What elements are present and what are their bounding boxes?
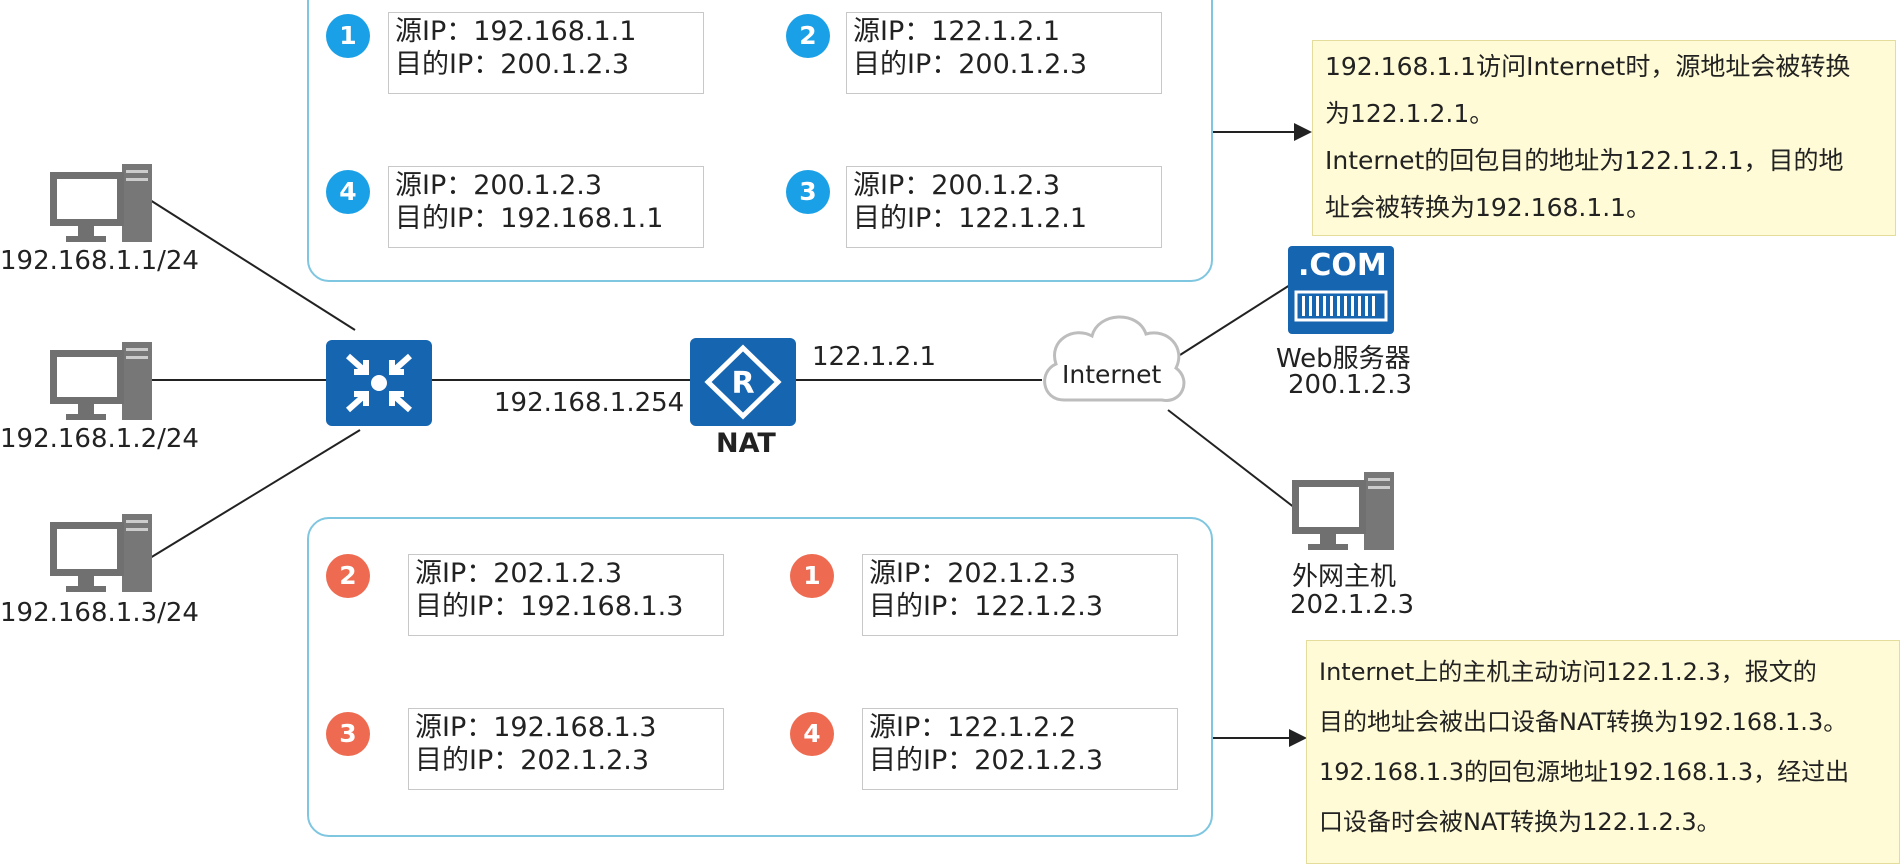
note-line: 目的地址会被出口设备NAT转换为192.168.1.3。 [1319,708,1848,736]
source-ip: 源IP：200.1.2.3 [853,170,1061,201]
note-line: 192.168.1.1访问Internet时，源地址会被转换 [1325,52,1851,81]
source-ip: 源IP：122.1.2.2 [869,712,1077,743]
computer-icon [50,342,152,420]
internet-label: Internet [1062,360,1162,389]
note-line: 为122.1.2.1。 [1325,99,1495,128]
computer-icon [50,164,152,242]
source-ip: 源IP：202.1.2.3 [869,558,1077,589]
step-badge: 4 [790,712,834,756]
packet-header-box: 源IP：202.1.2.3 目的IP：192.168.1.3 [408,554,724,636]
destination-ip: 目的IP：122.1.2.1 [853,203,1088,234]
link-cloud-web [1179,284,1291,356]
host-ip-label: 192.168.1.2/24 [0,424,199,454]
link-host3-switch [149,429,361,559]
router-inside-ip: 192.168.1.254 [494,388,685,418]
destination-ip: 目的IP：200.1.2.3 [853,49,1088,80]
router-outside-ip: 122.1.2.1 [812,342,937,372]
packet-header-box: 源IP：202.1.2.3 目的IP：122.1.2.3 [862,554,1178,636]
web-server-icon [1288,246,1394,334]
destination-ip: 目的IP：192.168.1.1 [395,203,664,234]
host-ip-label: 192.168.1.1/24 [0,246,199,276]
web-server-badge-text: .COM [1298,248,1387,283]
packet-header-box: 源IP：200.1.2.3 目的IP：122.1.2.1 [846,166,1162,248]
source-ip: 源IP：192.168.1.3 [415,712,657,743]
step-badge: 3 [786,170,830,214]
destination-ip: 目的IP：192.168.1.3 [415,591,684,622]
link-host1-switch [149,199,356,331]
link-cloud-external [1167,409,1296,509]
inbound-explanation-note: Internet上的主机主动访问122.1.2.3，报文的 目的地址会被出口设备… [1306,640,1900,864]
note-line: 192.168.1.3的回包源地址192.168.1.3，经过出 [1319,758,1850,786]
host-ip-label: 192.168.1.3/24 [0,598,199,628]
step-badge: 1 [790,554,834,598]
step-badge: 1 [326,14,370,58]
destination-ip: 目的IP：202.1.2.3 [415,745,650,776]
note-line: Internet上的主机主动访问122.1.2.3，报文的 [1319,658,1817,686]
external-host-ip: 202.1.2.3 [1290,590,1415,620]
step-badge: 3 [326,712,370,756]
web-server-ip: 200.1.2.3 [1288,370,1413,400]
source-ip: 源IP：192.168.1.1 [395,16,637,47]
packet-header-box: 源IP：192.168.1.1 目的IP：200.1.2.3 [388,12,704,94]
router-label: NAT [716,428,776,459]
destination-ip: 目的IP：200.1.2.3 [395,49,630,80]
step-badge: 2 [786,14,830,58]
step-badge: 2 [326,554,370,598]
switch-icon [326,340,432,426]
source-ip: 源IP：122.1.2.1 [853,16,1061,47]
computer-icon [1292,472,1394,550]
svg-text:R: R [731,366,754,401]
note-line: 口设备时会被NAT转换为122.1.2.3。 [1319,808,1721,836]
packet-header-box: 源IP：122.1.2.2 目的IP：202.1.2.3 [862,708,1178,790]
step-badge: 4 [326,170,370,214]
destination-ip: 目的IP：122.1.2.3 [869,591,1104,622]
external-host-name: 外网主机 [1292,562,1397,592]
packet-header-box: 源IP：192.168.1.3 目的IP：202.1.2.3 [408,708,724,790]
outbound-explanation-note: 192.168.1.1访问Internet时，源地址会被转换 为122.1.2.… [1312,40,1896,236]
note-line: Internet的回包目的地址为122.1.2.1，目的地 [1325,146,1844,175]
source-ip: 源IP：202.1.2.3 [415,558,623,589]
cloud-icon [1043,315,1186,402]
router-icon: R [690,338,796,426]
web-server-name: Web服务器 [1276,344,1411,374]
packet-header-box: 源IP：200.1.2.3 目的IP：192.168.1.1 [388,166,704,248]
destination-ip: 目的IP：202.1.2.3 [869,745,1104,776]
packet-header-box: 源IP：122.1.2.1 目的IP：200.1.2.3 [846,12,1162,94]
note-line: 址会被转换为192.168.1.1。 [1325,193,1652,222]
computer-icon [50,514,152,592]
source-ip: 源IP：200.1.2.3 [395,170,603,201]
